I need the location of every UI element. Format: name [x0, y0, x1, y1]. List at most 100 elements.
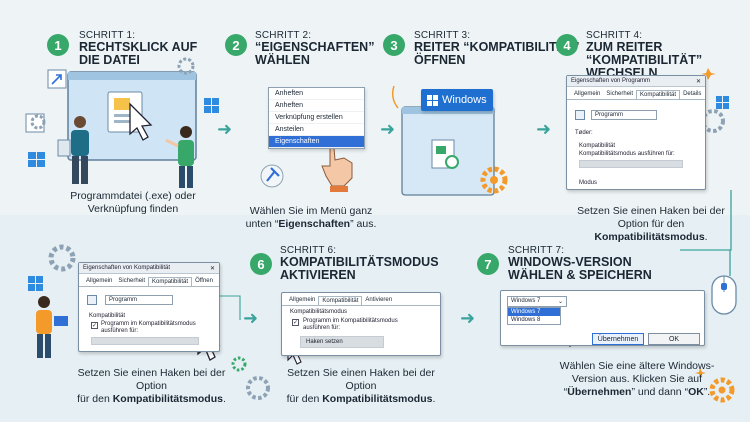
context-menu: Anheften Anheften Verknüpfung erstellen … [268, 87, 365, 149]
step-4-badge: 4 [556, 34, 578, 56]
tab-sicherheit[interactable]: Sicherheit [606, 91, 634, 97]
person-right [165, 126, 194, 188]
step-6-badge: 6 [250, 253, 272, 275]
windows-logo-4 [716, 96, 729, 109]
mouse-icon [711, 275, 737, 315]
menu-item-anheften-2[interactable]: Anheften [269, 100, 364, 112]
gear-icon-orange-3 [480, 166, 508, 194]
dialog4-tabs: Allgemein Sicherheit Kompatibilität Deta… [567, 87, 705, 100]
dialog4-title: Eigenschaften von Programm [571, 78, 651, 84]
dialog6-section: Kompatibilitätsmodus [290, 309, 348, 315]
gear-icon-small [177, 57, 195, 75]
step-1-caption: Programmdatei (.exe) oder Verknüpfung fi… [70, 190, 196, 215]
step-3-badge: 3 [383, 34, 405, 56]
gear-icon-bl [48, 244, 76, 272]
menu-item-verknuepfung[interactable]: Verknüpfung erstellen [269, 112, 364, 124]
tab-allgemein[interactable]: Allgemein [574, 91, 601, 97]
connector-4-7 [680, 190, 732, 251]
dialog6-option: Programm im Kompatibilitätsmodus ausführ… [303, 318, 398, 331]
close-icon[interactable]: ✕ [695, 78, 701, 85]
chevron-down-icon: ⌄ [557, 299, 563, 305]
connector-5-6 [216, 295, 241, 320]
dialog4-section: Kompatibilität [579, 143, 616, 149]
apply-button[interactable]: Übernehmen [592, 333, 644, 345]
windows-logo-left [28, 152, 45, 167]
dialog4-typ: Tøder: [575, 130, 593, 136]
step-2-label: SCHRITT 2: [255, 30, 312, 41]
tab6-antivieren[interactable]: Antivieren [365, 297, 393, 303]
step-2-caption: Wählen Sie im Menü ganz unten “Eigenscha… [245, 205, 377, 230]
pin-icon [266, 167, 280, 182]
bottom-left-caption: Setzen Sie einen Haken bei der Option fü… [77, 367, 226, 405]
sparkle-icon-7 [695, 368, 706, 378]
dialog-properties-4: Eigenschaften von Programm ✕ Allgemein Si… [566, 75, 706, 190]
program-icon [575, 110, 585, 120]
windows-tile: Windows [421, 89, 493, 111]
dialog4-modus: Modus [579, 180, 598, 186]
version-select[interactable]: Windows 7⌄ [507, 296, 567, 307]
windows-logo-right [204, 98, 219, 113]
person-left [57, 116, 89, 184]
step-6-title: KOMPATIBILITÄTSMODUS AKTIVIEREN [280, 255, 439, 282]
tab6-allgemein[interactable]: Allgemein [289, 297, 316, 303]
menu-item-ansteilen[interactable]: Ansteilen [269, 124, 364, 136]
menu-item-anheften-1[interactable]: Anheften [269, 88, 364, 100]
step-6-label: SCHRITT 6: [280, 245, 337, 256]
step-6-caption: Setzen Sie einen Haken bei der Option fü… [286, 367, 436, 405]
dialog6-set-check-button[interactable]: Haken setzen [300, 336, 384, 348]
dialog5-option: Programm im Kompatibilitätsmodus ausführ… [101, 321, 196, 334]
tab6-kompatibilitaet[interactable]: Kompatibilität [318, 296, 363, 305]
tab-details[interactable]: Details [683, 91, 702, 97]
dialog-compat-6: Allgemein Kompatibilität Antivieren Komp… [281, 292, 441, 356]
windows-tile-logo-icon [427, 94, 438, 106]
dialog4-option: Kompatibilitätsmodus ausführen für: [579, 151, 675, 157]
person-with-laptop [36, 296, 68, 358]
gear-icon-4 [701, 109, 725, 133]
arrow-5-6: ➜ [243, 308, 259, 329]
step-1-title: RECHTSKLICK AUF DIE DATEI [79, 40, 198, 67]
step-3-title: REITER “KOMPATIBILITÄT” ÖFFNEN [414, 40, 580, 67]
close-icon-5[interactable]: ✕ [209, 265, 215, 272]
sparkle-icon [701, 68, 716, 80]
tab-kompatibilitaet[interactable]: Kompatibilität [636, 90, 681, 99]
dialog4-program-field[interactable]: Programm [591, 110, 657, 120]
monitor-titlebar [68, 72, 196, 80]
step-7-label: SCHRITT 7: [508, 245, 565, 256]
gear-icon-orange-7 [709, 377, 735, 403]
step-1-badge: 1 [47, 34, 69, 56]
tab5-oeffnen[interactable]: Öffnen [195, 278, 213, 284]
version-option-win8[interactable]: Windows 8 [511, 317, 541, 323]
arrow-1-2: ➜ [217, 119, 233, 140]
step-7-caption: Wählen Sie eine ältere Windows- Version … [559, 360, 715, 398]
step-4-label: SCHRITT 4: [586, 30, 643, 41]
step-7-title: WINDOWS-VERSION WÄHLEN & SPEICHERN [508, 255, 652, 282]
step-4-caption: Setzen Sie einen Haken bei der Option fü… [577, 205, 725, 243]
dialog5-program-field[interactable]: Programm [105, 295, 173, 305]
step-2-badge: 2 [225, 34, 247, 56]
windows-logo-bl [28, 276, 43, 291]
step-1-label: SCHRITT 1: [79, 30, 136, 41]
dialog6-checkbox[interactable]: ✓ [292, 319, 299, 326]
ok-button[interactable]: OK [648, 333, 700, 345]
pointing-hand-icon [321, 147, 353, 192]
tab5-kompatibilitaet[interactable]: Kompatibilität [148, 277, 193, 286]
tab5-sicherheit[interactable]: Sicherheit [118, 278, 146, 284]
step-3-label: SCHRITT 3: [414, 30, 471, 41]
step-2-title: “EIGENSCHAFTEN” WÄHLEN [255, 40, 375, 67]
version-options: Windows 7 Windows 8 [507, 307, 561, 325]
gear-icon-5 [246, 376, 270, 400]
menu-item-eigenschaften[interactable]: Eigenschaften [269, 136, 364, 148]
dialog5-dropdown[interactable] [91, 337, 199, 345]
mouse-cursor-icon [129, 102, 153, 141]
gear-icon-small-left [30, 114, 46, 130]
tab5-allgemein[interactable]: Allgemein [86, 278, 113, 284]
dialog5-section: Kompatibilität [89, 313, 126, 319]
arrow-2-3: ➜ [380, 119, 396, 140]
version-option-win7[interactable]: Windows 7 [508, 308, 560, 316]
gear-icon-green [231, 356, 247, 372]
dialog4-dropdown[interactable] [579, 160, 683, 168]
windows-tile-label: Windows [442, 94, 487, 106]
arrow-3-4: ➜ [536, 119, 552, 140]
dialog5-tabs: Allgemein Sicherheit Kompatibilität Öffn… [79, 274, 219, 287]
dialog5-checkbox[interactable]: ✓ [91, 322, 98, 329]
